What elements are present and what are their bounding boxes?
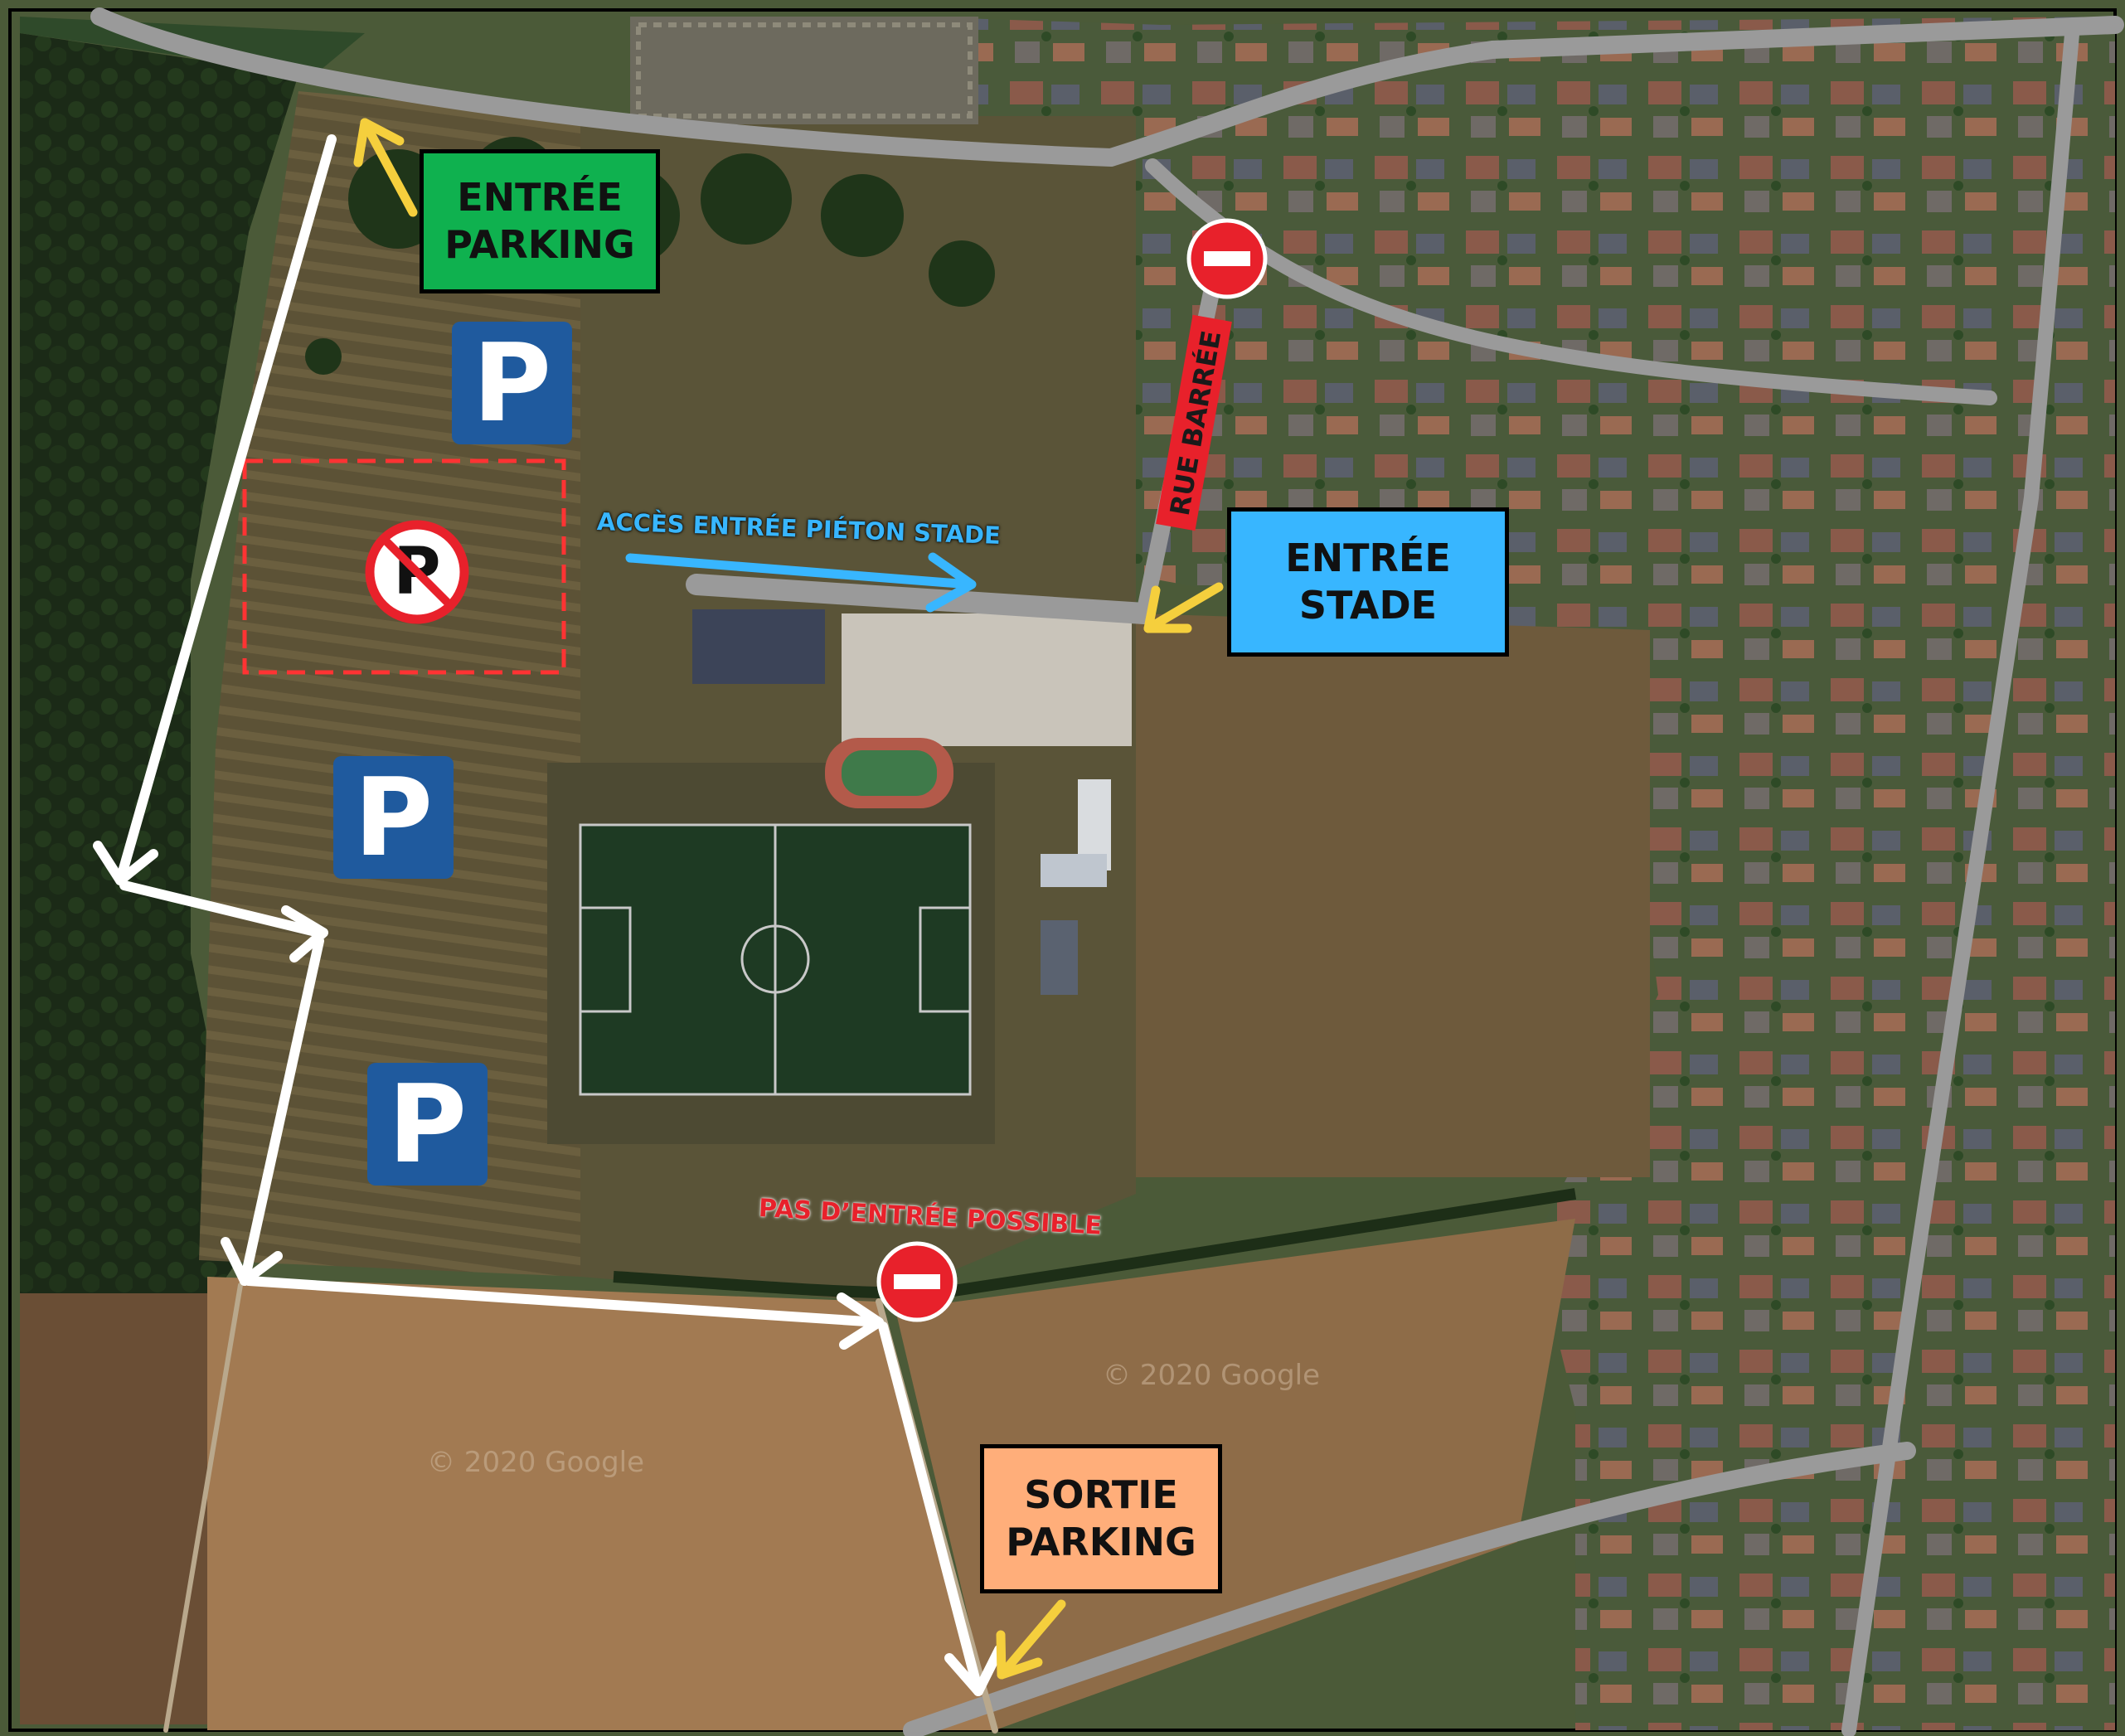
entree-stade-label: ENTRÉE STADE	[1227, 507, 1509, 657]
south-road	[903, 1442, 1916, 1736]
west-track	[163, 1283, 243, 1733]
no-parking-zone	[242, 458, 566, 675]
town-area	[1161, 17, 2115, 1730]
south-west-field	[20, 1293, 211, 1724]
parking-sign-2: P	[333, 754, 454, 880]
no-entry-icon-north	[1186, 218, 1268, 299]
sortie-parking-label: SORTIE PARKING	[980, 1444, 1222, 1593]
parking-sign-1: P	[452, 320, 572, 446]
parking-sign-3: P	[367, 1061, 488, 1187]
north-road	[90, 7, 2124, 167]
clubhouse	[692, 609, 825, 684]
south-field	[207, 1277, 995, 1730]
pointer-arrow-icon	[353, 118, 1224, 1680]
cemetery	[630, 17, 978, 124]
stadium-access-road	[686, 574, 1155, 624]
no-parking-icon: P	[365, 520, 469, 624]
google-watermark-2: © 2020 Google	[1103, 1359, 1320, 1392]
google-watermark-1: © 2020 Google	[427, 1446, 644, 1479]
west-forest	[20, 33, 298, 1293]
route-arrow-icon	[93, 134, 1004, 1696]
hedge	[613, 1188, 1577, 1300]
pedestrian-arrow-icon	[625, 552, 977, 613]
plaza	[842, 613, 1132, 746]
east-field	[1136, 613, 1650, 1177]
no-entry-icon-south	[876, 1241, 958, 1322]
town-main-road	[1841, 17, 2080, 1736]
entree-parking-label: ENTRÉE PARKING	[420, 149, 660, 293]
